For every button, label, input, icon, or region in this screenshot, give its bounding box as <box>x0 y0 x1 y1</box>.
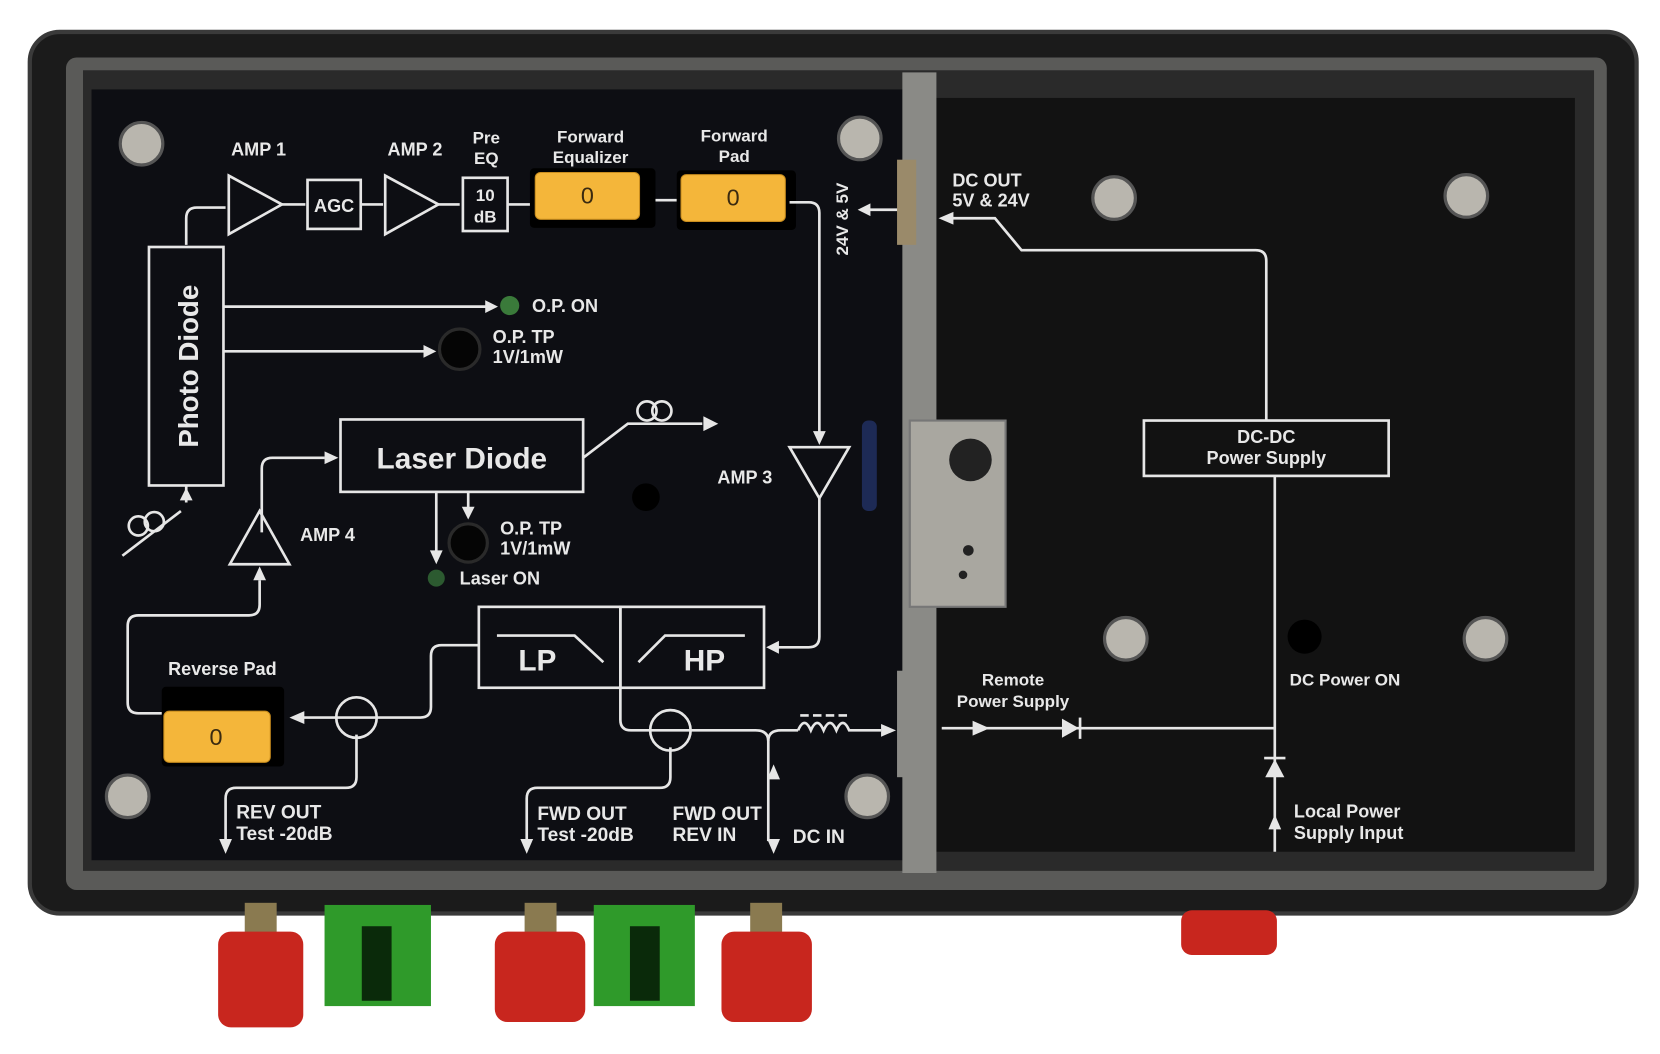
laser-on-label: Laser ON <box>460 568 540 588</box>
fwd-out-test-label: FWD OUT <box>537 804 627 825</box>
amp1-label: AMP 1 <box>231 139 286 159</box>
fiber-coil-icon <box>121 509 182 557</box>
op-tp-label: O.P. TP <box>493 327 555 347</box>
forward-pad-label: Forward <box>701 127 768 146</box>
dc-dc-sub: Power Supply <box>1207 448 1327 468</box>
fwd-out-label: FWD OUT <box>673 804 763 825</box>
amp2-icon <box>383 173 442 237</box>
pre-eq-label-2: EQ <box>474 149 499 168</box>
amp3-icon <box>787 445 852 501</box>
op-on-label: O.P. ON <box>532 296 598 316</box>
laser-tp-scale: 1V/1mW <box>500 539 571 559</box>
dc-out-voltage: 5V & 24V <box>952 191 1029 211</box>
inductor-icon <box>796 714 882 734</box>
agc-label: AGC <box>314 196 354 216</box>
dc-power-on-label: DC Power ON <box>1290 671 1401 690</box>
op-tp-scale: 1V/1mW <box>493 347 564 367</box>
remote-power-sub: Power Supply <box>957 692 1070 711</box>
amp1-icon <box>227 173 285 237</box>
photo-diode-label: Photo Diode <box>173 285 204 448</box>
laser-diode-block <box>339 418 585 494</box>
diode-icon <box>1061 717 1082 739</box>
reverse-pad-switch[interactable] <box>163 710 271 763</box>
lp-label: LP <box>518 645 556 678</box>
forward-pad-label-2: Pad <box>719 147 750 166</box>
dc-power-led-hole <box>1287 619 1322 654</box>
amp3-label: AMP 3 <box>717 467 772 487</box>
supply-label: 24V & 5V <box>833 182 852 256</box>
forward-pad-switch[interactable] <box>680 174 786 222</box>
op-on-led <box>500 295 520 316</box>
laser-tp-label: O.P. TP <box>500 518 562 538</box>
forward-pad-value: 0 <box>727 184 740 210</box>
amp4-icon <box>227 508 292 566</box>
remote-power-label: Remote <box>982 671 1044 690</box>
dc-in-label: DC IN <box>793 827 845 848</box>
amp4-label: AMP 4 <box>300 525 355 545</box>
sc-connector-optical-in[interactable] <box>324 904 431 1007</box>
rev-out-test-label: Test -20dB <box>236 824 332 845</box>
high-pass-filter <box>619 605 766 690</box>
forward-equalizer-value: 0 <box>581 182 594 208</box>
rev-out-label: REV OUT <box>236 803 321 824</box>
reverse-pad-label: Reverse Pad <box>168 659 277 679</box>
local-power-label: Local Power <box>1294 802 1400 822</box>
laser-diode-label: Laser Diode <box>377 442 548 475</box>
sc-connector-optical-out[interactable] <box>593 904 695 1007</box>
forward-eq-label: Forward <box>557 128 624 147</box>
diode-icon <box>1264 756 1286 778</box>
forward-eq-label-2: Equalizer <box>553 148 629 167</box>
pre-eq-label: Pre <box>473 129 500 148</box>
dc-dc-block <box>1142 419 1390 478</box>
dc-out-label: DC OUT <box>952 170 1021 190</box>
local-power-sub: Supply Input <box>1294 823 1403 843</box>
forward-equalizer-switch[interactable] <box>534 171 641 220</box>
f-connector-fwd-out-rev-in[interactable] <box>721 902 812 1023</box>
dc-dc-label: DC-DC <box>1237 427 1295 447</box>
f-connector-rev-out[interactable] <box>218 902 304 1028</box>
pre-eq-unit: dB <box>474 208 497 227</box>
laser-tp-jack[interactable] <box>447 522 489 564</box>
f-connector-local-power[interactable] <box>1181 910 1277 955</box>
fwd-out-test-sub: Test -20dB <box>537 825 633 846</box>
f-connector-fwd-out-test[interactable] <box>494 902 586 1023</box>
op-tp-jack[interactable] <box>437 327 482 372</box>
pre-eq-value: 10 <box>476 186 495 205</box>
rev-in-label: REV IN <box>673 825 737 846</box>
hp-label: HP <box>684 645 725 678</box>
amp2-label: AMP 2 <box>388 139 443 159</box>
reverse-pad-value: 0 <box>209 724 222 750</box>
screw-icon <box>104 115 1509 820</box>
fiber-coil-icon <box>636 400 673 422</box>
laser-on-led <box>427 569 445 587</box>
